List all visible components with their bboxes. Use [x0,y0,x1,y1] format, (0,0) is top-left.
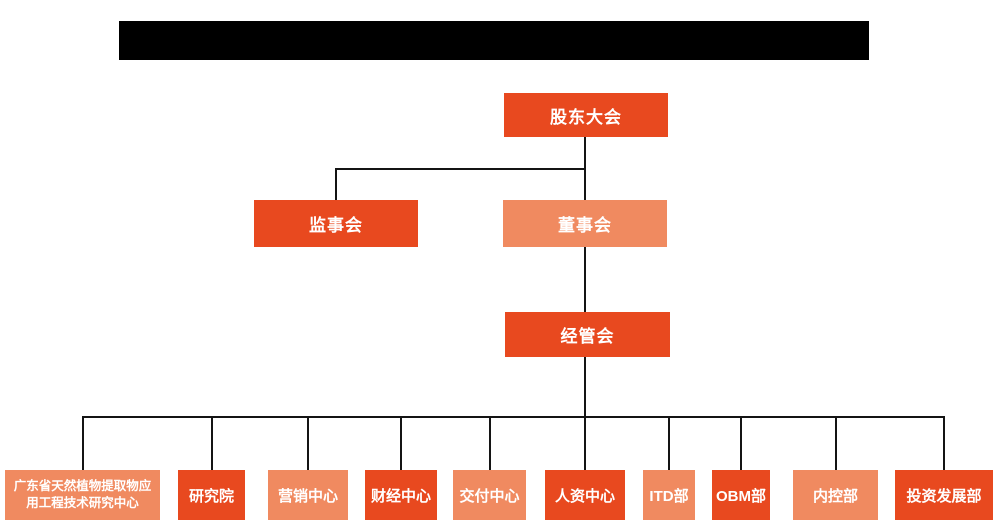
org-node-obm-dept: OBM部 [712,470,770,520]
org-node-investment-development-dept: 投资发展部 [895,470,993,520]
org-node-management-committee: 经管会 [505,312,670,357]
connector-line [584,247,586,312]
connector-line [335,168,586,170]
org-node-supervisory-board: 监事会 [254,200,418,247]
node-label: 广东省天然植物提取物应用工程技术研究中心 [13,479,152,510]
connector-line [584,357,586,417]
org-node-itd-dept: ITD部 [643,470,695,520]
org-node-board-of-directors: 董事会 [503,200,667,247]
node-label: 财经中心 [370,487,431,505]
connector-line [335,168,337,200]
org-node-internal-control-dept: 内控部 [793,470,878,520]
org-node-delivery-center: 交付中心 [453,470,526,520]
org-node-finance-center: 财经中心 [365,470,437,520]
connector-line [488,416,491,470]
connector-line [307,416,309,470]
connector-line [400,416,402,470]
node-label: OBM部 [716,487,766,505]
node-label: 人资中心 [554,487,615,505]
node-label: 投资发展部 [906,487,982,505]
node-label: 股东大会 [550,107,622,127]
org-node-research-institute: 研究院 [178,470,245,520]
node-label: 研究院 [188,487,234,505]
connector-line [81,416,84,470]
org-node-marketing-center: 营销中心 [268,470,348,520]
org-node-hr-center: 人资中心 [545,470,625,520]
org-node-shareholders-meeting: 股东大会 [504,93,668,137]
node-label: 营销中心 [277,487,338,505]
node-label: 监事会 [309,216,363,235]
connector-line [668,416,670,470]
node-label: 交付中心 [459,487,520,505]
connector-line [740,416,742,470]
connector-line [943,416,945,470]
redacted-title-bar [119,21,869,60]
connector-line [584,416,586,470]
connector-line [834,416,837,470]
node-label: 经管会 [560,327,615,346]
connector-line [81,416,945,418]
org-node-guangdong-plant-extract-research-center: 广东省天然植物提取物应用工程技术研究中心 [5,470,160,520]
node-label: ITD部 [649,487,689,505]
node-label: 内控部 [812,487,858,505]
connector-line [210,416,213,470]
node-label: 董事会 [558,216,612,235]
